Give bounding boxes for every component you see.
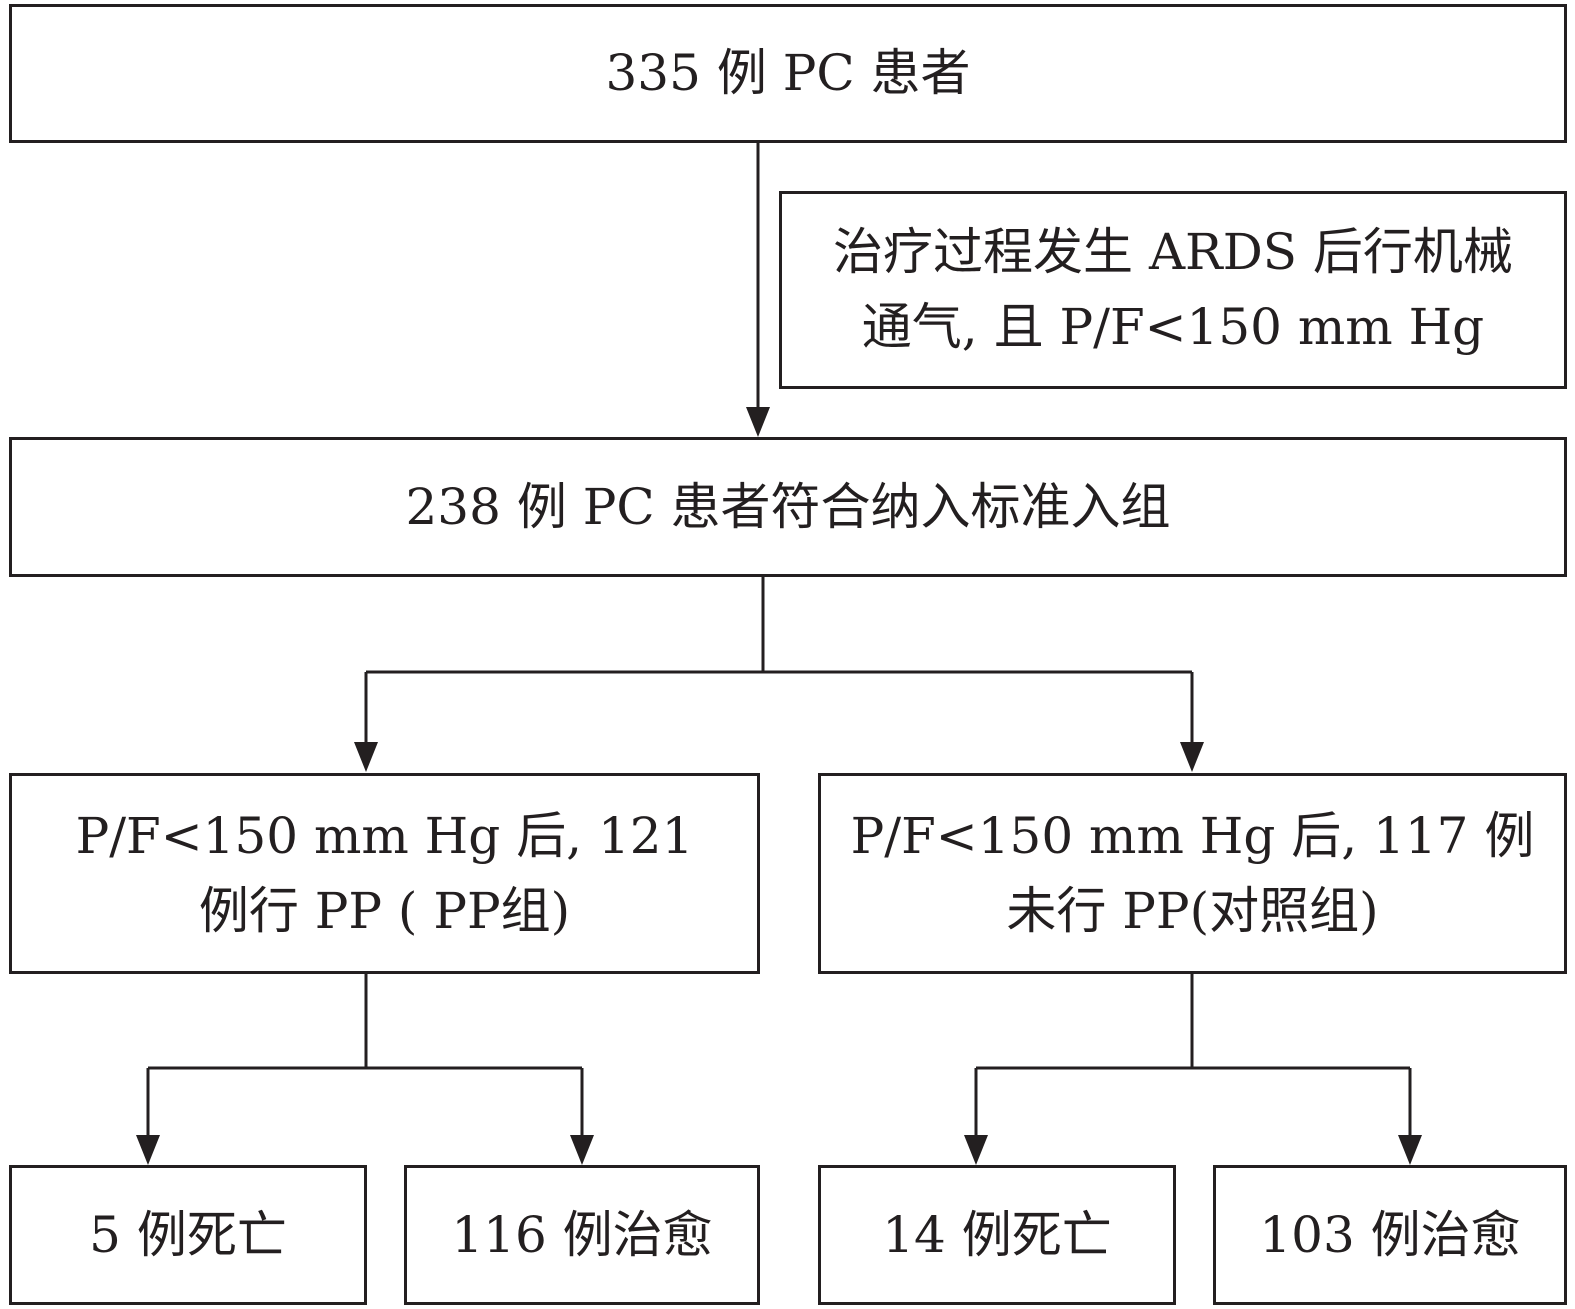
exclusion-criteria-box: 治疗过程发生 ARDS 后行机械 通气, 且 P/F<150 mm Hg	[779, 191, 1567, 389]
total-patients-text: 335 例 PC 患者	[605, 44, 971, 102]
enrolled-text: 238 例 PC 患者符合纳入标准入组	[405, 477, 1171, 536]
control-cured-text: 103 例治愈	[1259, 1205, 1521, 1264]
pp-group-box: P/F<150 mm Hg 后, 121 例行 PP ( PP组)	[9, 773, 760, 974]
pp-cured-text: 116 例治愈	[451, 1205, 713, 1264]
pp-deaths-text: 5 例死亡	[89, 1205, 287, 1264]
arrowhead-to-pp-deaths	[136, 1135, 160, 1165]
control-deaths-text: 14 例死亡	[882, 1205, 1112, 1264]
control-deaths-box: 14 例死亡	[818, 1165, 1176, 1305]
arrowhead-to-pp-group	[354, 742, 378, 772]
arrowhead-to-control-group	[1180, 742, 1204, 772]
pp-deaths-box: 5 例死亡	[9, 1165, 367, 1305]
arrowhead-total-to-enrolled	[746, 407, 770, 437]
pp-cured-box: 116 例治愈	[404, 1165, 760, 1305]
arrowhead-to-control-cured	[1398, 1135, 1422, 1165]
exclusion-criteria-text: 治疗过程发生 ARDS 后行机械 通气, 且 P/F<150 mm Hg	[833, 223, 1513, 356]
total-patients-box: 335 例 PC 患者	[9, 4, 1567, 143]
arrowhead-to-pp-cured	[570, 1135, 594, 1165]
arrowhead-to-control-deaths	[964, 1135, 988, 1165]
control-cured-box: 103 例治愈	[1213, 1165, 1567, 1305]
control-group-text: P/F<150 mm Hg 后, 117 例 未行 PP(对照组)	[850, 806, 1535, 940]
control-group-box: P/F<150 mm Hg 后, 117 例 未行 PP(对照组)	[818, 773, 1567, 974]
pp-group-text: P/F<150 mm Hg 后, 121 例行 PP ( PP组)	[75, 806, 694, 940]
enrolled-box: 238 例 PC 患者符合纳入标准入组	[9, 437, 1567, 577]
